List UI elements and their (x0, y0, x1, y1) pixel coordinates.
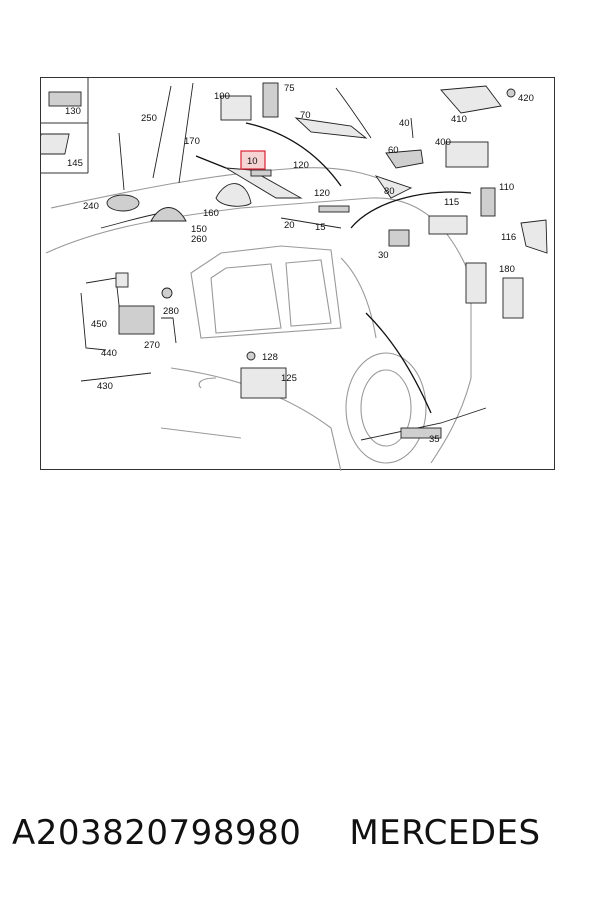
callout-20: 20 (284, 220, 295, 231)
callout-70: 70 (300, 110, 311, 121)
part-number: A203820798980 (12, 813, 302, 853)
arrow-10 (195, 155, 227, 169)
callout-10: 10 (247, 156, 258, 167)
callout-75: 75 (284, 83, 295, 94)
part-70-bar (294, 117, 368, 139)
part-75-module (262, 82, 279, 118)
part-450-fitting (115, 272, 129, 288)
callout-440: 440 (101, 348, 117, 359)
part-128-bolt (246, 351, 256, 361)
callout-15: 15 (315, 222, 326, 233)
callout-35: 35 (429, 434, 440, 445)
callout-400: 400 (435, 137, 451, 148)
right-side-parts (350, 85, 548, 414)
part-116-bracket (520, 219, 548, 254)
callout-260: 260 (191, 234, 207, 245)
reference-box-group (41, 78, 89, 174)
antenna-parts (100, 82, 252, 229)
part-410-bracket (440, 85, 502, 114)
part-420-bolt (506, 88, 516, 98)
part-180-plate-b (502, 277, 524, 319)
callout-30: 30 (378, 250, 389, 261)
harness-parts (195, 82, 372, 229)
part-80-fin (374, 175, 413, 199)
part-125-module (240, 367, 287, 399)
part-145-sheet (41, 133, 70, 155)
callout-410: 410 (451, 114, 467, 125)
part-100-module (220, 95, 252, 121)
part-130-pad (48, 91, 82, 107)
part-180-plate-a (465, 262, 487, 304)
callout-128: 128 (262, 352, 278, 363)
part-240-base (106, 194, 140, 212)
part-280-clamp (161, 287, 173, 299)
parts-diagram: 130 145 250 170 100 75 70 40 410 420 400… (41, 78, 548, 471)
callout-116: 116 (501, 232, 516, 243)
callout-125: 125 (281, 373, 297, 384)
part-35-harness (400, 427, 442, 439)
caption: A203820798980 MERCEDES (12, 808, 592, 858)
callout-280: 280 (163, 306, 179, 317)
arrow-35 (365, 312, 432, 414)
callout-145: 145 (67, 158, 83, 169)
callout-130: 130 (65, 106, 81, 117)
part-150-base (150, 207, 187, 222)
callout-120-a: 120 (293, 160, 309, 171)
brand-name: MERCEDES (349, 813, 541, 853)
lower-left-parts (80, 272, 487, 441)
part-160-fin (215, 183, 252, 207)
part-110-module (480, 187, 496, 217)
vehicle-outline (45, 167, 472, 471)
part-270-block (118, 305, 155, 335)
callout-450: 450 (91, 319, 107, 330)
arrow-100 (245, 122, 342, 187)
callout-labels: 130 145 250 170 100 75 70 40 410 420 400… (65, 83, 534, 445)
part-400-unit (445, 141, 489, 168)
part-115-box (428, 215, 468, 235)
callout-40: 40 (399, 118, 410, 129)
callout-115: 115 (444, 197, 459, 208)
callout-170: 170 (184, 136, 200, 147)
part-30-clip (388, 229, 410, 247)
callout-60: 60 (388, 145, 399, 156)
parts-diagram-frame: 130 145 250 170 100 75 70 40 410 420 400… (40, 77, 555, 471)
callout-430: 430 (97, 381, 113, 392)
callout-150: 150 (191, 224, 207, 235)
part-60-mount (385, 149, 424, 169)
callout-250: 250 (141, 113, 157, 124)
callout-80: 80 (384, 186, 395, 197)
arrow-115 (350, 191, 472, 229)
callout-240: 240 (83, 201, 99, 212)
callout-180: 180 (499, 264, 515, 275)
callout-120-b: 120 (314, 188, 330, 199)
callout-160: 160 (203, 208, 219, 219)
callout-270: 270 (144, 340, 160, 351)
callout-100: 100 (214, 91, 230, 102)
callout-420: 420 (518, 93, 534, 104)
highlight-box (240, 150, 266, 170)
callout-110: 110 (499, 182, 514, 193)
